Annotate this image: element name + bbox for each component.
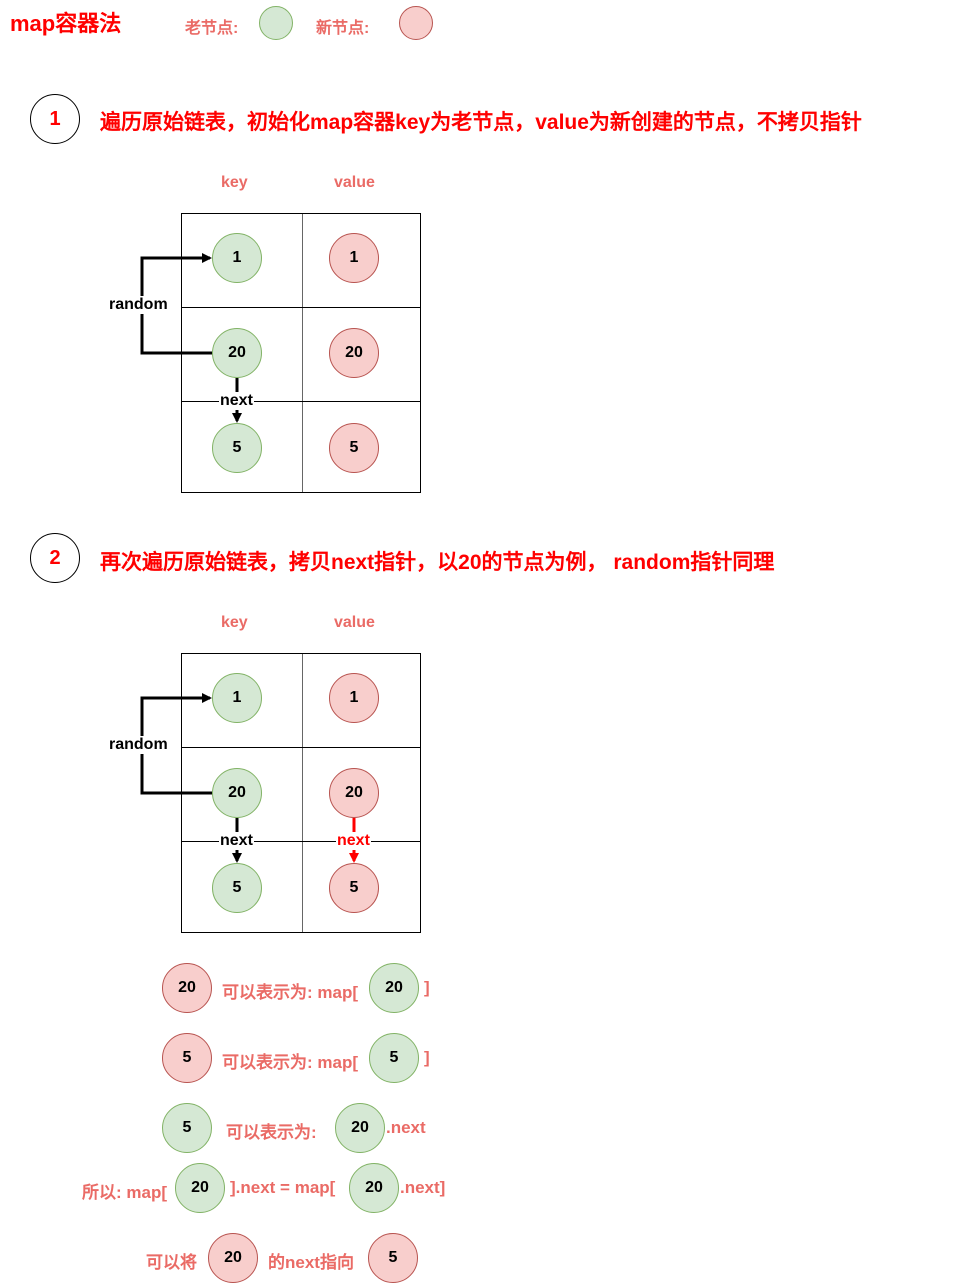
row-divider <box>182 747 420 748</box>
step-1-value-node: 1 <box>329 233 379 283</box>
explanation-4-middle: ].next = map[ <box>230 1178 336 1197</box>
explanation-4-key-node-1: 20 <box>175 1163 225 1213</box>
row-divider <box>182 307 420 308</box>
column-divider <box>302 214 303 492</box>
step-2-value-node: 1 <box>329 673 379 723</box>
explanation-1-close: ] <box>424 978 430 997</box>
step-1-key-node: 1 <box>212 233 262 283</box>
step-1-random-label: random <box>108 296 169 314</box>
step-2-value-column-label: value <box>334 614 375 631</box>
explanation-4-prefix: 所以: map[ <box>82 1183 167 1202</box>
explanation-1-new-node: 20 <box>162 963 212 1013</box>
explanation-2-text: 可以表示为: map[ <box>222 1053 358 1072</box>
column-divider <box>302 654 303 932</box>
step-2-value-node: 5 <box>329 863 379 913</box>
explanation-2-key-node: 5 <box>369 1033 419 1083</box>
explanation-3-key-node: 20 <box>335 1103 385 1153</box>
explanation-5-prefix: 可以将 <box>146 1253 197 1272</box>
legend-old-label: 老节点: <box>185 20 239 37</box>
step-2-key-node: 20 <box>212 768 262 818</box>
step-1-number: 1 <box>30 94 80 144</box>
explanation-5-middle: 的next指向 <box>268 1253 354 1272</box>
step-2-number: 2 <box>30 533 80 583</box>
step-1-value-column-label: value <box>334 174 375 191</box>
explanation-2-close: ] <box>424 1048 430 1067</box>
explanation-1-key-node: 20 <box>369 963 419 1013</box>
step-1-value-node: 20 <box>329 328 379 378</box>
explanation-3-suffix: .next <box>386 1118 426 1137</box>
row-divider <box>182 841 420 842</box>
legend-new-label: 新节点: <box>316 20 370 37</box>
explanation-5-node-1: 20 <box>208 1233 258 1283</box>
explanation-5-node-2: 5 <box>368 1233 418 1283</box>
step-2-value-next-label: next <box>336 832 371 850</box>
explanation-4-key-node-2: 20 <box>349 1163 399 1213</box>
row-divider <box>182 401 420 402</box>
explanation-4-suffix: .next] <box>400 1178 446 1197</box>
step-1-description: 遍历原始链表，初始化map容器key为老节点，value为新创建的节点，不拷贝指… <box>100 111 862 134</box>
explanation-1-text: 可以表示为: map[ <box>222 983 358 1002</box>
step-2-key-column-label: key <box>221 614 248 631</box>
step-2-key-node: 1 <box>212 673 262 723</box>
explanation-3-old-node: 5 <box>162 1103 212 1153</box>
explanation-2-new-node: 5 <box>162 1033 212 1083</box>
step-1-key-node: 5 <box>212 423 262 473</box>
step-2-key-node: 5 <box>212 863 262 913</box>
step-2-random-label: random <box>108 736 169 754</box>
explanation-3-text: 可以表示为: <box>226 1123 317 1142</box>
step-1-key-column-label: key <box>221 174 248 191</box>
legend-old-node-swatch <box>259 6 293 40</box>
step-2-value-node: 20 <box>329 768 379 818</box>
step-1-key-node: 20 <box>212 328 262 378</box>
step-2-key-next-label: next <box>219 832 254 850</box>
step-1-key-next-label: next <box>219 392 254 410</box>
step-1-value-node: 5 <box>329 423 379 473</box>
page-title: map容器法 <box>10 11 122 36</box>
step-2-description: 再次遍历原始链表，拷贝next指针，以20的节点为例， random指针同理 <box>100 551 775 574</box>
legend-new-node-swatch <box>399 6 433 40</box>
